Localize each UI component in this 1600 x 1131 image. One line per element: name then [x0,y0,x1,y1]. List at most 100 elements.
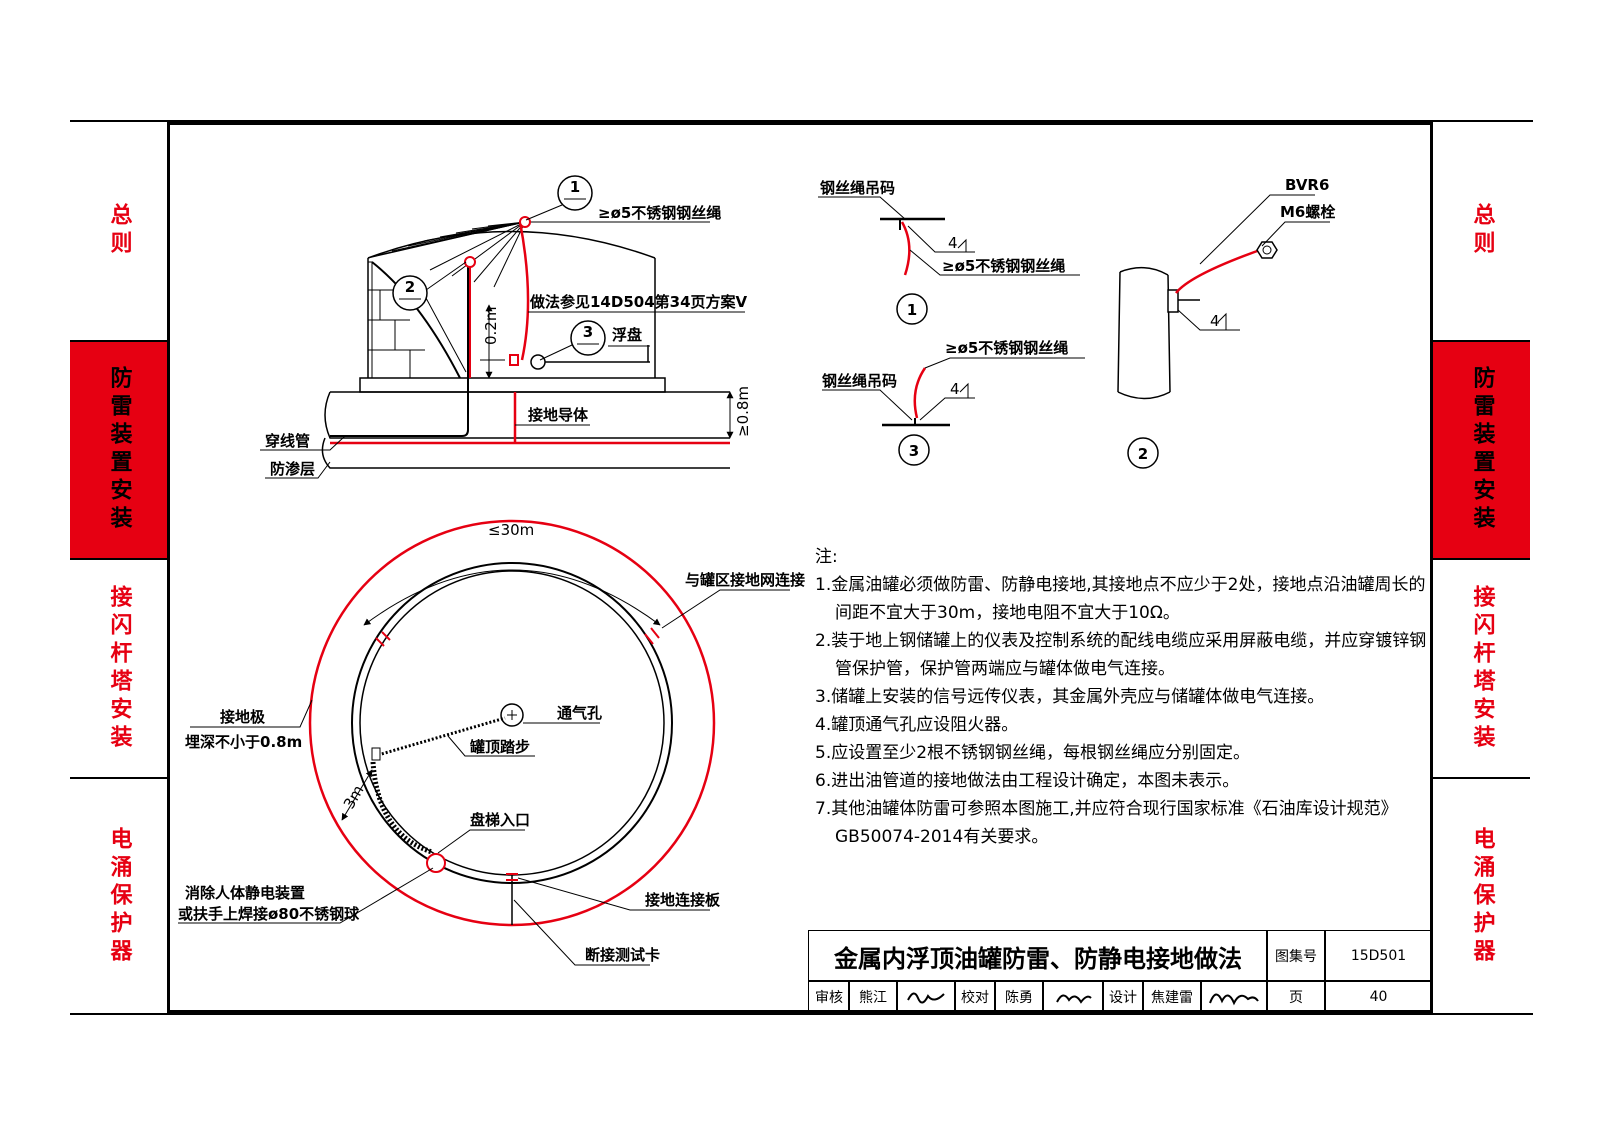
note-line: GB50074-2014有关要求。 [835,827,1049,847]
note-line: 间距不宜大于30m，接地电阻不宜大于10Ω。 [835,603,1180,623]
tab-divider [1433,777,1530,779]
design-label: 设计 [1102,980,1144,1013]
tab-general[interactable]: 总则 [106,203,132,259]
bottom-rule [70,1013,1533,1015]
svg-text:埋深不小于0.8m: 埋深不小于0.8m [185,733,302,751]
reviewer-signature [896,980,956,1013]
drawing-title: 金属内浮顶油罐防雷、防静电接地做法 [808,930,1268,982]
top-rule [70,120,1533,122]
svg-text:≥ø5不锈钢钢丝绳: ≥ø5不锈钢钢丝绳 [598,204,721,222]
svg-text:2: 2 [405,278,415,296]
floating-deck [535,345,650,363]
svg-text:通气孔: 通气孔 [557,704,602,722]
notes-heading: 注: [815,547,838,567]
designer-name: 焦建雷 [1142,980,1202,1013]
tab-divider [70,558,167,560]
atlas-label: 图集号 [1266,930,1326,982]
svg-text:BVR6: BVR6 [1285,176,1329,194]
note-line: 5.应设置至少2根不锈钢钢丝绳，每根钢丝绳应分别固定。 [815,743,1251,763]
svg-text:2: 2 [1138,445,1148,463]
svg-text:3: 3 [583,323,593,341]
reviewer-name: 熊江 [848,980,898,1013]
notes-block: 注: 1.金属油罐必须做防雷、防静电接地,其接地点不应少于2处，接地点沿油罐周长… [815,543,1427,851]
review-label: 审核 [808,980,850,1013]
tab-lightning-protection[interactable]: 防雷装置安装 [1433,342,1530,558]
svg-text:3: 3 [909,442,919,460]
svg-text:接地连接板: 接地连接板 [645,891,721,909]
detail-callout-2 [392,275,428,311]
seepage-layer-line [321,437,730,469]
svg-text:4: 4 [948,234,958,252]
svg-text:穿线管: 穿线管 [265,432,310,450]
note-line: 4.罐顶通气孔应设阻火器。 [815,715,1019,735]
title-block: 金属内浮顶油罐防雷、防静电接地做法 图集号 15D501 审核 熊江 校对 陈勇… [808,930,1433,1013]
page-label: 页 [1266,980,1326,1013]
svg-text:浮盘: 浮盘 [612,326,642,344]
svg-text:罐顶踏步: 罐顶踏步 [469,738,530,756]
svg-text:消除人体静电装置: 消除人体静电装置 [185,884,305,902]
tank-plan: ≤30m 3m 与罐区接地网连接 接地极 埋深不小于0.8m 通气孔 罐顶踏步 … [178,519,805,966]
svg-text:≤30m: ≤30m [488,521,534,539]
tank-foundation [359,377,666,393]
tab-surge-protector[interactable]: 电涌保护器 [1469,827,1495,967]
atlas-number: 15D501 [1324,930,1433,982]
svg-text:4: 4 [1210,312,1220,330]
tab-lightning-protection[interactable]: 防雷装置安装 [70,342,167,558]
svg-text:M6螺栓: M6螺栓 [1280,203,1335,221]
tab-surge-protector[interactable]: 电涌保护器 [106,827,132,967]
checker-signature [1042,980,1104,1013]
tab-general[interactable]: 总则 [1469,203,1495,259]
svg-text:0.2m: 0.2m [482,307,500,345]
note-line: 6.进出油管道的接地做法由工程设计确定，本图未表示。 [815,771,1240,791]
tab-divider [70,340,167,342]
detail-3: 钢丝绳吊码 ≥ø5不锈钢钢丝绳 4 3 [822,339,1085,466]
detail-callout-1 [557,175,593,211]
svg-text:3m: 3m [340,782,368,812]
tab-air-terminal-tower[interactable]: 接闪杆塔安装 [106,584,132,753]
page-number: 40 [1324,980,1433,1013]
tank-roof [367,230,656,259]
svg-text:1: 1 [907,301,917,319]
svg-text:或扶手上焊接ø80不锈钢球: 或扶手上焊接ø80不锈钢球 [178,905,360,923]
note-line: 7.其他油罐体防雷可参照本图施工,并应符合现行国家标准《石油库设计规范》 [815,799,1398,819]
designer-signature [1200,980,1268,1013]
note-line: 1.金属油罐必须做防雷、防静电接地,其接地点不应少于2处，接地点沿油罐周长的 [815,575,1426,595]
svg-text:≥ø5不锈钢钢丝绳: ≥ø5不锈钢钢丝绳 [945,339,1068,357]
svg-text:≥0.8m: ≥0.8m [734,386,752,437]
drawing-frame [167,122,1433,1013]
svg-text:与罐区接地网连接: 与罐区接地网连接 [685,571,805,589]
note-line: 2.装于地上钢储罐上的仪表及控制系统的配线电缆应采用屏蔽电缆，并应穿镀锌钢 [815,631,1427,651]
tab-divider [1433,340,1530,342]
svg-text:接地极: 接地极 [220,708,266,726]
detail-2: BVR6 M6螺栓 4 2 [1117,176,1335,469]
svg-text:4: 4 [950,380,960,398]
detail-1: 钢丝绳吊码 4 ≥ø5不锈钢钢丝绳 1 [818,179,1080,325]
shell-plates [368,289,425,378]
checker-name: 陈勇 [994,980,1044,1013]
spiral-stair [371,261,461,379]
roof-ribs [367,221,526,288]
conduit-pipe [330,262,469,437]
detail-callout-3 [570,320,606,356]
svg-text:盘梯入口: 盘梯入口 [470,811,530,829]
tank-elevation: 0.2m ≥0.8m 1 2 3 ≥ø5不锈钢钢丝绳 做法参见14D504第34… [260,175,752,479]
svg-text:断接测试卡: 断接测试卡 [585,946,660,964]
tank-shell [367,258,656,378]
svg-text:1: 1 [570,178,580,196]
stainless-wire-rope [518,221,530,361]
svg-text:做法参见14D504第34页方案V: 做法参见14D504第34页方案V [529,293,748,311]
svg-text:≥ø5不锈钢钢丝绳: ≥ø5不锈钢钢丝绳 [942,257,1065,275]
left-section-tabs: 总则 防雷装置安装 接闪杆塔安装 电涌保护器 [70,122,167,1015]
tab-divider [1433,558,1530,560]
svg-text:防渗层: 防渗层 [270,460,315,478]
right-section-tabs: 总则 防雷装置安装 接闪杆塔安装 电涌保护器 [1433,122,1530,1015]
tab-divider [70,777,167,779]
note-line: 3.储罐上安装的信号远传仪表，其金属外壳应与储罐体做电气连接。 [815,687,1325,707]
check-label: 校对 [954,980,996,1013]
svg-text:接地导体: 接地导体 [528,406,589,424]
svg-text:钢丝绳吊码: 钢丝绳吊码 [820,179,895,197]
tab-air-terminal-tower[interactable]: 接闪杆塔安装 [1469,584,1495,753]
note-line: 管保护管，保护管两端应与罐体做电气连接。 [835,659,1175,679]
svg-text:钢丝绳吊码: 钢丝绳吊码 [822,372,897,390]
